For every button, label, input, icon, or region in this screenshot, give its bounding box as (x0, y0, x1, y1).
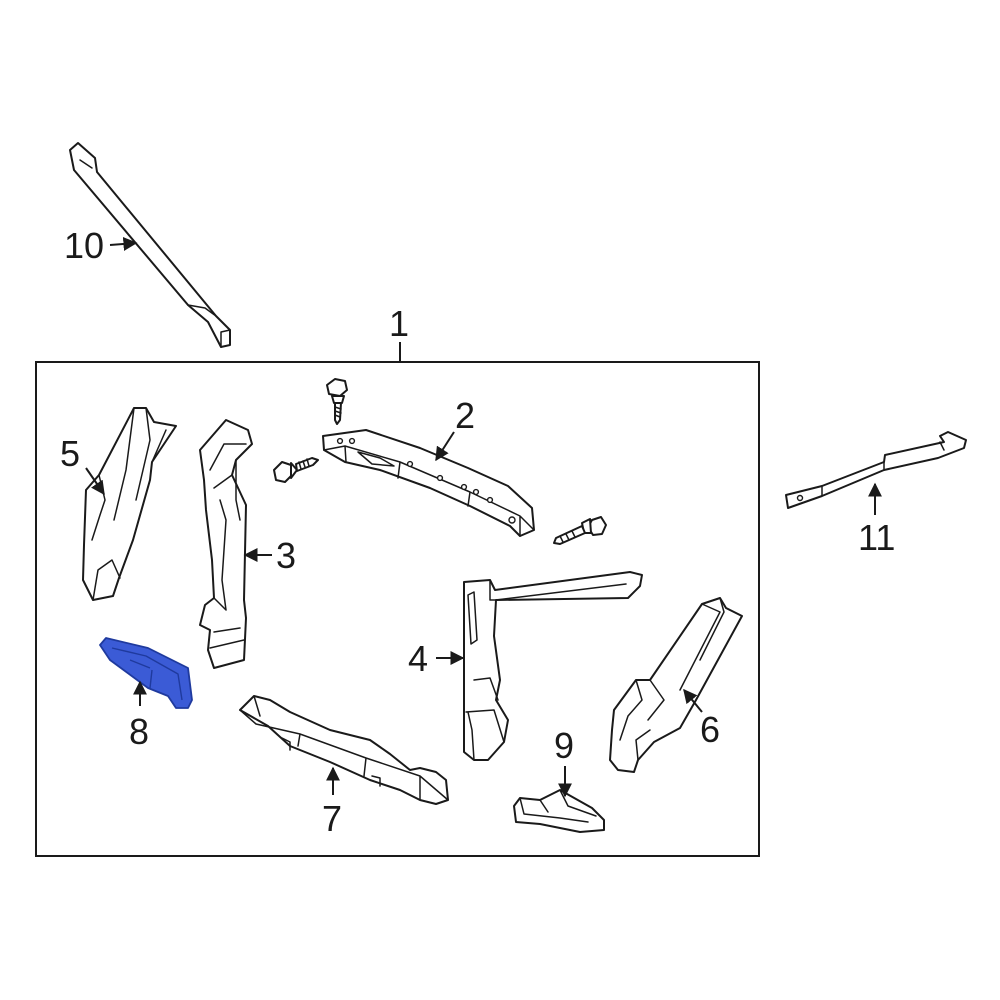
assembly-frame (35, 361, 760, 857)
callout-11[interactable]: 11 (858, 517, 895, 558)
callout-5[interactable]: 5 (60, 433, 80, 474)
callout-8[interactable]: 8 (129, 711, 149, 752)
part-9-bracket[interactable] (513, 789, 605, 833)
callout-2-leader (435, 431, 455, 462)
callout-7[interactable]: 7 (322, 798, 342, 839)
part-7-lower-beam[interactable] (239, 695, 449, 805)
callout-9[interactable]: 9 (554, 725, 574, 766)
callout-2[interactable]: 2 (455, 395, 475, 436)
callout-6[interactable]: 6 (700, 709, 720, 750)
callout-3[interactable]: 3 (276, 535, 296, 576)
part-2-upper-beam[interactable] (322, 429, 535, 537)
part-5-side-member[interactable] (82, 407, 177, 601)
part-10-strut[interactable] (69, 142, 231, 348)
callout-5-leader (85, 467, 105, 496)
callout-10[interactable]: 10 (64, 225, 104, 266)
bolt-right[interactable] (553, 516, 607, 545)
part-3-vertical-support[interactable] (199, 419, 253, 669)
part-11-strut[interactable] (785, 431, 967, 509)
bolt-left[interactable] (273, 457, 319, 483)
part-4-center-support[interactable] (463, 571, 643, 761)
callout-6-leader (683, 688, 703, 713)
bolt-top[interactable] (326, 378, 348, 425)
part-6-side-member[interactable] (609, 597, 743, 773)
callout-1[interactable]: 1 (389, 303, 409, 344)
callout-10-leader (109, 236, 138, 251)
callout-4[interactable]: 4 (408, 638, 428, 679)
part-8-bracket[interactable] (99, 637, 193, 709)
